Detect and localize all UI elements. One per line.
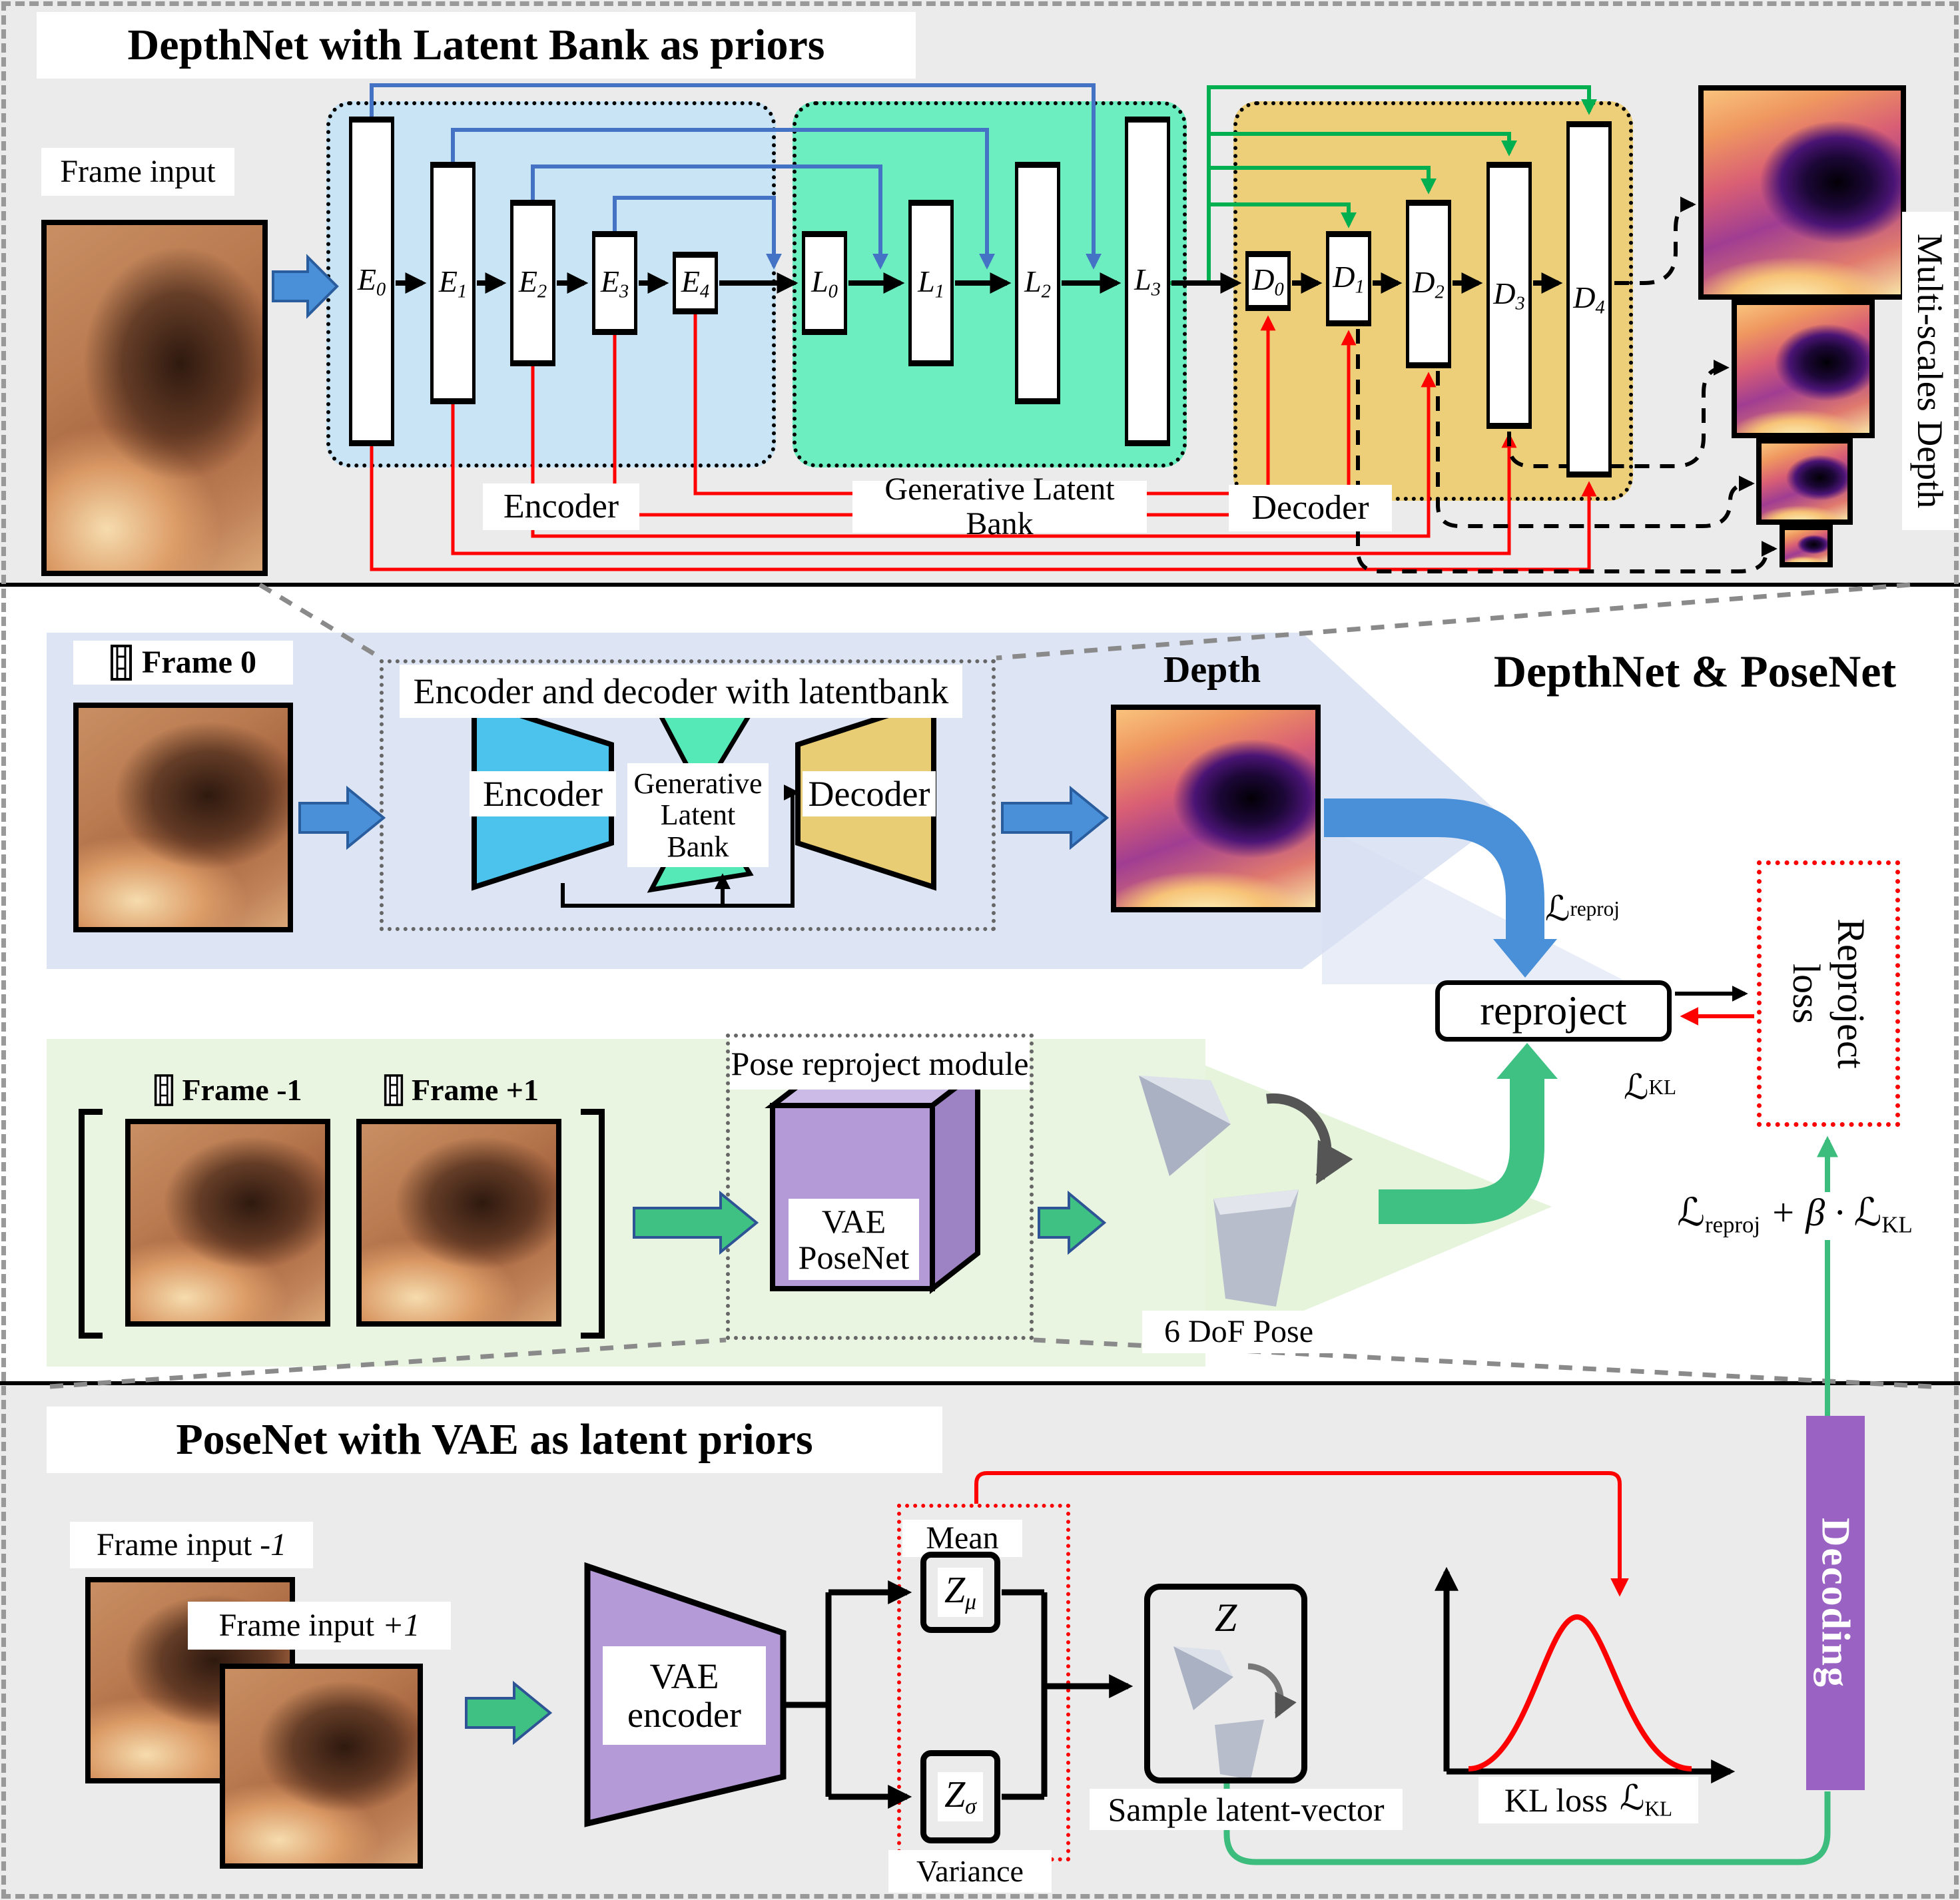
z-label: Z (1214, 1596, 1237, 1640)
sample-to-decoding-wire (1223, 1783, 1831, 1865)
frame-plus1-image (356, 1119, 561, 1327)
mid-encoder-label: Encoder (470, 771, 616, 816)
dof-pose-label: 6 DoF Pose (1142, 1311, 1335, 1353)
prior-wire-red (974, 1471, 1629, 1597)
bottom-title: PoseNet with VAE as latent priors (47, 1407, 942, 1473)
z-mu-box: Zμ (920, 1552, 1000, 1633)
block-d3: D3 (1486, 162, 1532, 429)
latentbank-detail-title: Encoder and decoder with latentbank (400, 665, 962, 718)
film-icon (155, 1074, 174, 1106)
skip-connections-blue (370, 83, 1102, 270)
frame-input-plus1-image (220, 1664, 423, 1869)
block-l3: L3 (1125, 117, 1170, 446)
depth-label: Depth (1163, 649, 1261, 691)
sample-latent-label: Sample latent-vector (1090, 1789, 1403, 1830)
block-l1: L1 (908, 200, 954, 366)
frame-minus1-image (125, 1119, 330, 1327)
film-icon (111, 645, 133, 681)
depth-map-scale-3 (1756, 438, 1853, 525)
latentbank-detail-box (380, 659, 996, 931)
depth-map-scale-1 (1698, 85, 1906, 300)
block-e1: E1 (430, 162, 476, 404)
block-e2: E2 (510, 200, 555, 366)
multiscale-label: Multi-scales Depth (1902, 212, 1958, 530)
z-sigma-box: Zσ (920, 1750, 1000, 1843)
pose-to-reproject-arrowhead (1496, 1043, 1558, 1079)
frame0-arrow (298, 785, 386, 850)
frame0-image (73, 703, 293, 932)
top-title: DepthNet with Latent Bank as priors (37, 12, 916, 79)
bracket-left (79, 1109, 103, 1339)
frame-input-label: Frame input (41, 148, 234, 196)
block-l2: L2 (1015, 162, 1060, 404)
frame-input-plus1-label: Frame input +1 (188, 1602, 451, 1650)
depth-output-image (1111, 705, 1321, 912)
latent-bank-label: Generative Latent Bank (852, 472, 1147, 541)
frame-input-minus1-label: Frame input -1 (70, 1522, 313, 1568)
depth-to-reproject-arrowhead (1493, 939, 1557, 978)
frame-input-image (41, 220, 268, 576)
depth-arrow (1001, 785, 1110, 850)
pose-module-title: Pose reproject module (730, 1038, 1030, 1090)
kl-plot (1435, 1566, 1736, 1783)
block-d2: D2 (1406, 200, 1451, 368)
depth-to-reproject-arrow (1324, 798, 1544, 940)
variance-label: Variance (888, 1850, 1052, 1893)
film-icon (384, 1074, 404, 1106)
block-e4: E4 (673, 252, 718, 314)
mid-latent-bank-label: Generative Latent Bank (627, 763, 769, 867)
decoding-label: Decoding (1813, 1518, 1858, 1688)
mid-decoder-label: Decoder (803, 771, 936, 816)
block-d1: D1 (1326, 231, 1371, 326)
total-loss-formula: ℒreproj + β · ℒKL (1677, 1189, 1913, 1238)
bracket-right (581, 1109, 605, 1339)
blue-beam-2 (1322, 826, 1632, 984)
kl-loss-label: KL loss ℒKL (1478, 1777, 1698, 1823)
reproject-box: reproject (1435, 980, 1672, 1042)
mean-label: Mean (902, 1520, 1022, 1557)
decoder-label: Decoder (1229, 485, 1392, 531)
frames-to-posenet-arrow (633, 1190, 759, 1255)
depth-map-scale-2 (1732, 300, 1875, 438)
depth-map-scale-4 (1780, 525, 1833, 567)
block-d4: D4 (1566, 121, 1612, 477)
input-arrow (272, 254, 339, 319)
multiscale-dashed (1356, 196, 1778, 573)
decoding-bar: Decoding (1806, 1416, 1865, 1790)
frame-minus1-label: Frame -1 (127, 1070, 330, 1111)
vae-input-arrow (465, 1680, 553, 1745)
z-sample-box: Z (1144, 1584, 1307, 1783)
pose-glyph (1139, 1076, 1353, 1307)
frame-plus1-label: Frame +1 (356, 1070, 566, 1111)
block-e3: E3 (592, 231, 637, 335)
block-d0: D0 (1245, 251, 1291, 311)
rotation-arrow-icon (1266, 1093, 1353, 1185)
block-e0: E0 (349, 117, 394, 446)
frame0-label: Frame 0 (73, 641, 293, 685)
mu-sigma-wires (783, 1580, 1134, 1809)
pose-to-reproject-arrow (1379, 1078, 1544, 1224)
middle-title: DepthNet & PoseNet (1493, 646, 1897, 697)
latent-sample-glyph (1173, 1646, 1297, 1779)
encoder-label: Encoder (483, 483, 639, 530)
block-l0: L0 (802, 231, 847, 335)
pose-module-box (726, 1034, 1034, 1340)
posenet-out-arrow (1038, 1190, 1107, 1255)
